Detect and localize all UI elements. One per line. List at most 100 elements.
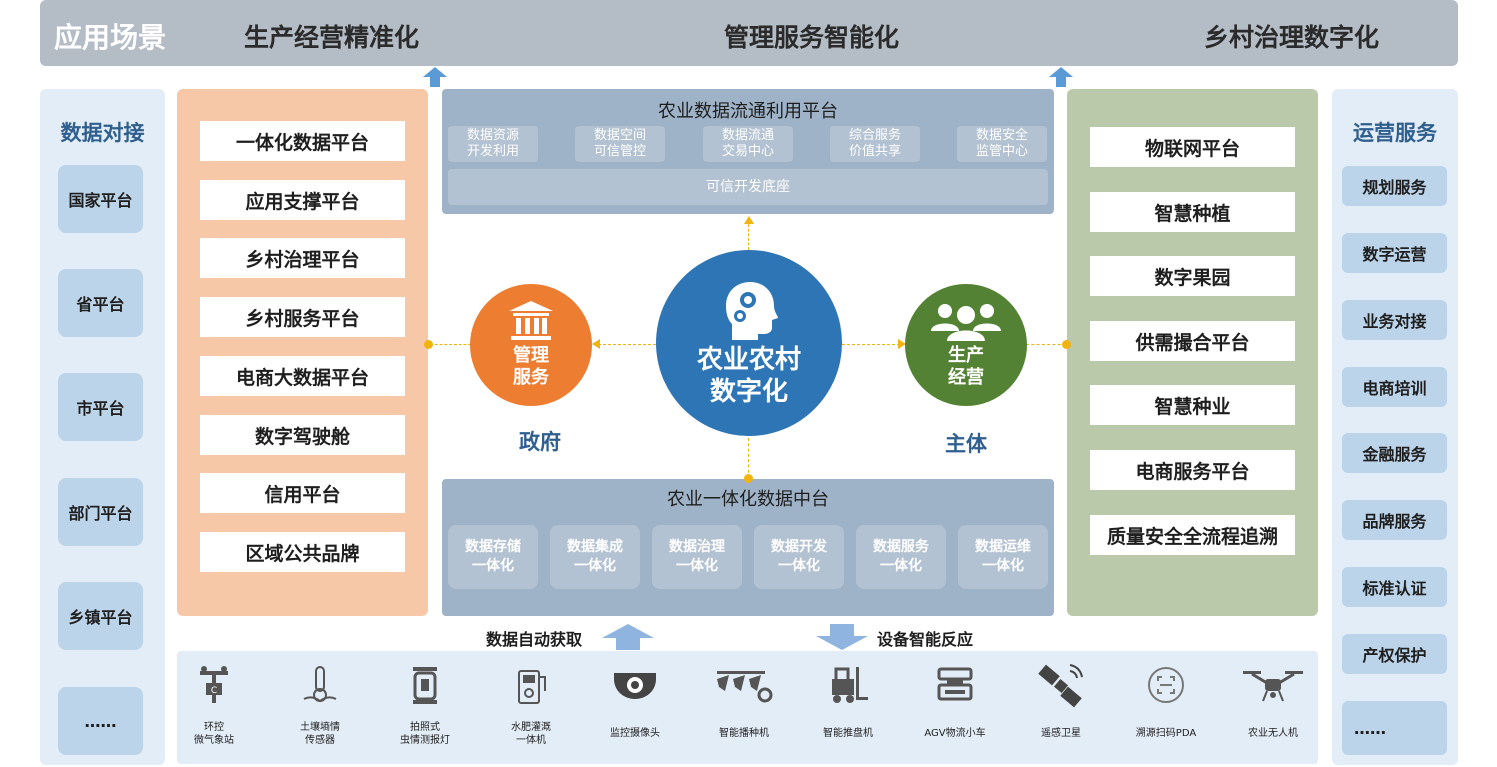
data-circulation-platform: 农业数据流通利用平台 数据资源开发利用 数据空间可信管控 数据流通交易中心 综合… <box>442 89 1054 214</box>
operation-service-column: 运营服务 规划服务 数字运营 业务对接 电商培训 金融服务 品牌服务 标准认证 … <box>1332 89 1458 765</box>
right-item-property-rights: 产权保护 <box>1342 634 1447 674</box>
green-item-5: 电商服务平台 <box>1090 450 1295 490</box>
connector-center-left <box>598 344 656 345</box>
green-item-6: 质量安全全流程追溯 <box>1090 515 1295 555</box>
right-circle-line2: 经营 <box>948 367 984 388</box>
connector-arrow-up <box>744 216 754 224</box>
green-item-2: 数字果园 <box>1090 256 1295 296</box>
up-flow-arrow-icon <box>602 624 654 654</box>
middle-box-1: 数据集成一体化 <box>550 525 640 589</box>
up-arrow-right <box>1049 67 1073 87</box>
management-service-circle: 管理 服务 <box>470 284 592 406</box>
center-text-line1: 农业农村 <box>696 345 801 375</box>
data-docking-title: 数据对接 <box>60 121 145 145</box>
data-docking-column: 数据对接 国家平台 省平台 市平台 部门平台 乡镇平台 …… <box>40 89 165 765</box>
data-middle-platform: 农业一体化数据中台 数据存储一体化 数据集成一体化 数据治理一体化 数据开发一体… <box>442 479 1054 616</box>
device-insect-lamp: 拍照式虫情测报灯 <box>373 651 477 764</box>
right-circle-line1: 生产 <box>948 345 984 366</box>
right-item-digital-operation: 数字运营 <box>1342 233 1447 273</box>
green-item-1: 智慧种植 <box>1090 192 1295 232</box>
orange-item-3: 乡村服务平台 <box>200 297 405 337</box>
orange-item-2: 乡村治理平台 <box>200 238 405 278</box>
production-operation-circle: 生产 经营 <box>905 284 1027 406</box>
left-item-city: 市平台 <box>58 373 143 441</box>
device-soil-sensor: 土壤墒情传感器 <box>268 651 372 764</box>
fertigation-icon <box>518 670 546 704</box>
seeder-icon <box>717 671 773 703</box>
orange-item-7: 区域公共品牌 <box>200 532 405 572</box>
circulation-box-3: 综合服务价值共享 <box>830 126 920 162</box>
government-caption: 政府 <box>519 430 561 454</box>
government-building-icon <box>509 301 553 340</box>
left-item-department: 部门平台 <box>58 478 143 546</box>
right-item-more: …… <box>1342 701 1447 755</box>
satellite-icon <box>1038 664 1083 708</box>
connector-down <box>748 438 749 478</box>
people-group-icon <box>931 304 1001 341</box>
middle-box-3: 数据开发一体化 <box>754 525 844 589</box>
forklift-icon <box>832 667 868 703</box>
device-drone: 农业无人机 <box>1221 651 1325 764</box>
middle-box-0: 数据存储一体化 <box>448 525 538 589</box>
drone-icon <box>1243 671 1303 702</box>
green-item-4: 智慧种业 <box>1090 385 1295 425</box>
circulation-box-2: 数据流通交易中心 <box>703 126 793 162</box>
circulation-box-1: 数据空间可信管控 <box>575 126 665 162</box>
orange-item-4: 电商大数据平台 <box>200 356 405 396</box>
device-pda: 溯源扫码PDA <box>1114 651 1218 764</box>
connector-arrow-right <box>898 339 906 349</box>
right-item-brand: 品牌服务 <box>1342 500 1447 540</box>
left-item-more: …… <box>58 687 143 755</box>
operation-service-title: 运营服务 <box>1353 121 1437 145</box>
banner-item-management: 管理服务智能化 <box>724 23 900 52</box>
green-item-0: 物联网平台 <box>1090 127 1295 167</box>
left-item-national: 国家平台 <box>58 165 143 233</box>
data-circulation-title: 农业数据流通利用平台 <box>658 101 838 122</box>
up-arrow-left <box>423 67 447 87</box>
scenario-banner: 应用场景 生产经营精准化 管理服务智能化 乡村治理数字化 <box>40 0 1458 66</box>
brain-gear-icon <box>726 282 778 340</box>
middle-box-2: 数据治理一体化 <box>652 525 742 589</box>
svg-text:C: C <box>211 686 217 696</box>
center-circle: 农业农村 数字化 <box>656 250 842 436</box>
right-item-ecommerce-training: 电商培训 <box>1342 367 1447 407</box>
circulation-box-4: 数据安全监管中心 <box>957 126 1047 162</box>
left-circle-line2: 服务 <box>513 367 549 388</box>
down-flow-arrow-icon <box>816 624 868 654</box>
device-agv: AGV物流小车 <box>903 651 1007 764</box>
banner-item-governance: 乡村治理数字化 <box>1204 23 1380 52</box>
connector-right-outer <box>1026 344 1066 345</box>
banner-item-production: 生产经营精准化 <box>244 23 420 52</box>
device-response-label: 设备智能反应 <box>877 630 974 649</box>
left-item-province: 省平台 <box>58 269 143 337</box>
device-weather-station: C 环控微气象站 <box>162 651 266 764</box>
device-fertigation: 水肥灌溉一体机 <box>479 651 583 764</box>
connector-left-outer <box>430 344 476 345</box>
green-item-3: 供需撮合平台 <box>1090 321 1295 361</box>
banner-title: 应用场景 <box>54 21 167 54</box>
left-circle-line1: 管理 <box>513 345 549 366</box>
orange-item-1: 应用支撑平台 <box>200 180 405 220</box>
soil-sensor-icon <box>303 666 337 703</box>
weather-station-icon: C <box>200 666 228 703</box>
subject-caption: 主体 <box>945 432 987 456</box>
orange-item-0: 一体化数据平台 <box>200 121 405 161</box>
data-middle-title: 农业一体化数据中台 <box>667 489 829 510</box>
device-seeder: 智能播种机 <box>692 651 796 764</box>
right-item-business-docking: 业务对接 <box>1342 300 1447 340</box>
agv-icon <box>937 667 973 701</box>
production-platform-panel: 物联网平台 智慧种植 数字果园 供需撮合平台 智慧种业 电商服务平台 质量安全全… <box>1067 89 1318 616</box>
government-platform-panel: 一体化数据平台 应用支撑平台 乡村治理平台 乡村服务平台 电商大数据平台 数字驾… <box>177 89 428 616</box>
circulation-box-0: 数据资源开发利用 <box>448 126 538 162</box>
device-camera: 监控摄像头 <box>583 651 687 764</box>
data-acquire-label: 数据自动获取 <box>486 630 583 649</box>
middle-box-5: 数据运维一体化 <box>958 525 1048 589</box>
device-satellite: 遥感卫星 <box>1009 651 1113 764</box>
right-item-certification: 标准认证 <box>1342 567 1447 607</box>
camera-icon <box>614 673 656 699</box>
connector-dot-right <box>1062 340 1071 349</box>
device-forklift: 智能推盘机 <box>796 651 900 764</box>
right-item-planning: 规划服务 <box>1342 166 1447 206</box>
connector-dot-bottom <box>744 474 753 483</box>
connector-center-right <box>842 344 900 345</box>
